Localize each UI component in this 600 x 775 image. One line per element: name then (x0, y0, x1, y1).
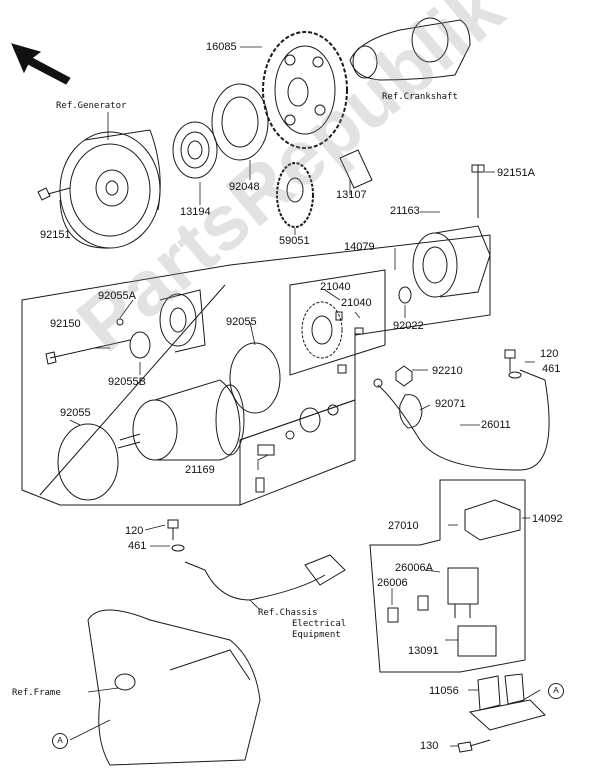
relay-cover (464, 499, 521, 541)
gasket-92022 (398, 286, 412, 304)
brush-pieces (335, 311, 364, 335)
o-ring-92055B (129, 331, 151, 359)
nut-92210 (395, 365, 413, 387)
terminal-bolt-set (255, 404, 339, 493)
starter-front-cover (159, 289, 206, 353)
brush-plate (301, 301, 347, 374)
part-label-21169: 21169 (185, 464, 215, 476)
part-label-461-lower: 461 (128, 540, 147, 552)
part-label-26006: 26006 (377, 577, 408, 589)
part-label-13194: 13194 (180, 206, 211, 218)
part-label-92055A: 92055A (98, 290, 136, 302)
long-bolt (45, 339, 131, 365)
starter-motor-body (117, 379, 245, 461)
starter-cable (377, 369, 550, 471)
leader-lines (69, 46, 541, 747)
idler-gear (276, 162, 314, 228)
part-label-26006A: 26006A (395, 562, 433, 574)
part-label-13107: 13107 (336, 189, 367, 201)
part-label-14092: 14092 (532, 513, 563, 525)
marker-a-right: A (548, 683, 564, 699)
ref-frame-label: Ref.Frame (12, 688, 61, 698)
part-label-21040-b: 21040 (341, 297, 372, 309)
relay-group-frame (369, 479, 526, 673)
part-label-92055-left: 92055 (60, 407, 91, 419)
bolt-120-lower (167, 519, 179, 540)
bolt-120-upper (504, 349, 516, 372)
clutch-plate (211, 83, 269, 161)
part-label-16085: 16085 (206, 41, 237, 53)
starter-gear-large (262, 31, 348, 149)
ref-crankshaft-label: Ref.Crankshaft (382, 92, 458, 102)
part-label-92055-right: 92055 (226, 316, 257, 328)
frame-section (87, 609, 261, 766)
ref-chassis-label-2: Electrical (292, 619, 347, 629)
o-ring-92055-right (229, 342, 281, 414)
ref-generator-label: Ref.Generator (56, 101, 127, 111)
part-label-120-upper: 120 (540, 348, 559, 360)
part-label-21040-a: 21040 (320, 281, 351, 293)
fuses (387, 595, 429, 623)
part-label-21163: 21163 (390, 205, 420, 217)
part-label-27010: 27010 (388, 520, 419, 532)
bolt-130 (457, 739, 491, 753)
through-bolt (471, 164, 485, 218)
ground-cable (184, 561, 326, 601)
ref-chassis-label-1: Ref.Chassis (258, 608, 318, 618)
starter-relay (447, 567, 479, 618)
part-label-92022: 92022 (393, 320, 424, 332)
relay-bracket (468, 673, 546, 731)
generator-bolt (37, 187, 71, 201)
idler-shaft (339, 149, 373, 189)
crankshaft (349, 17, 471, 81)
part-label-130: 130 (420, 740, 439, 752)
cable-connector (304, 554, 346, 586)
ref-chassis-label-3: Equipment (292, 630, 341, 640)
part-label-92048: 92048 (229, 181, 260, 193)
starter-end-cover (412, 225, 491, 298)
part-label-59051: 59051 (279, 235, 310, 247)
marker-a-lower-left: A (52, 733, 68, 749)
terminal-cap (399, 394, 423, 429)
part-label-92151: 92151 (40, 229, 71, 241)
part-label-92150: 92150 (50, 318, 81, 330)
part-label-120-lower: 120 (125, 525, 144, 537)
part-label-14079: 14079 (344, 241, 375, 253)
part-label-461-upper: 461 (542, 363, 561, 375)
o-ring-92055-left (57, 423, 119, 501)
terminal-frame (239, 399, 356, 506)
washer-461-lower (171, 544, 185, 552)
front-direction-arrow (11, 43, 71, 85)
relay-rubber-13091 (457, 625, 497, 657)
starter-clutch (172, 121, 218, 179)
part-label-92071: 92071 (435, 398, 466, 410)
part-label-92151A: 92151A (497, 167, 535, 179)
brush-holder-frame (289, 269, 386, 376)
washer-461-upper (508, 371, 522, 379)
washer-92055A (116, 318, 124, 326)
part-label-13091: 13091 (408, 645, 439, 657)
part-label-11056: 11056 (429, 685, 459, 697)
part-label-92210: 92210 (432, 365, 463, 377)
part-label-26011: 26011 (481, 419, 511, 431)
generator-rotor (59, 129, 161, 249)
part-label-92055B: 92055B (108, 376, 146, 388)
